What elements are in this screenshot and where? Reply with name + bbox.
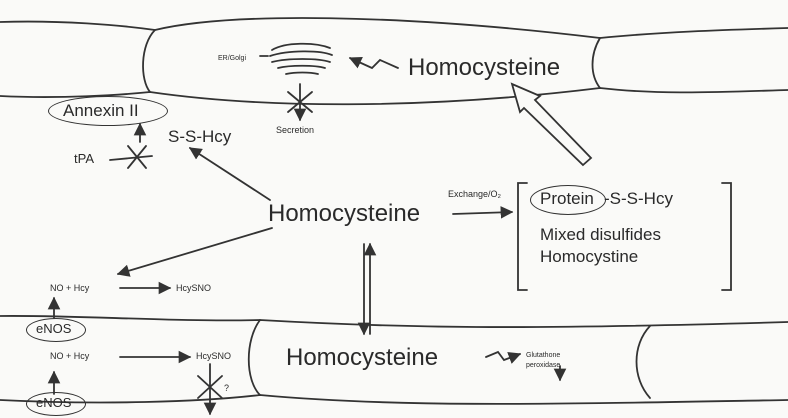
bottom-cell-junction-right	[637, 326, 651, 398]
no-hcy-upper: NO + Hcy	[50, 284, 89, 293]
protein-suffix: -S-S-Hcy	[604, 190, 673, 207]
hcysno-lower: HcySNO	[196, 352, 231, 361]
tpa-line	[110, 156, 152, 160]
bottom-cell-membrane-lower	[0, 395, 788, 404]
bottom-cell-junction-left	[249, 320, 260, 395]
exchange-label: Exchange/O₂	[448, 190, 501, 199]
top-cell-junction-left	[143, 30, 155, 92]
s-s-hcy-label: S-S-Hcy	[168, 128, 231, 145]
protein-bracket-right	[722, 183, 731, 290]
protein-label: Protein	[540, 190, 594, 207]
homocysteine-center: Homocysteine	[268, 202, 420, 226]
hcysno-upper: HcySNO	[176, 284, 211, 293]
arrow-to-protein	[453, 212, 512, 214]
arrow-to-ssHcy	[190, 148, 270, 200]
question-mark: ?	[224, 384, 229, 393]
er-golgi-icon	[260, 44, 332, 74]
secretion-label: Secretion	[276, 126, 314, 135]
homocysteine-bottom-cell: Homocysteine	[286, 346, 438, 370]
homocysteine-top-cell: Homocysteine	[408, 56, 560, 80]
protein-bracket-left	[518, 183, 527, 290]
hollow-arrow-up	[512, 84, 591, 165]
top-cell-membrane-upper	[0, 18, 788, 38]
tpa-label: tPA	[74, 152, 94, 165]
enos-upper-label: eNOS	[36, 322, 71, 335]
glutathione-label: Glutathone	[526, 352, 560, 359]
annexin-label: Annexin II	[63, 102, 139, 119]
homocystine-label: Homocystine	[540, 248, 638, 265]
top-cell-junction-right	[593, 38, 601, 88]
er-golgi-label: ER/Golgi	[218, 55, 246, 62]
lightning-gpx	[486, 352, 520, 360]
peroxidase-label: peroxidase	[526, 362, 560, 369]
mixed-disulfides: Mixed disulfides	[540, 226, 661, 243]
arrow-to-no	[118, 228, 272, 274]
bottom-cell-membrane-upper	[0, 316, 788, 327]
lightning-er	[350, 58, 398, 68]
enos-lower-label: eNOS	[36, 396, 71, 409]
no-hcy-lower: NO + Hcy	[50, 352, 89, 361]
